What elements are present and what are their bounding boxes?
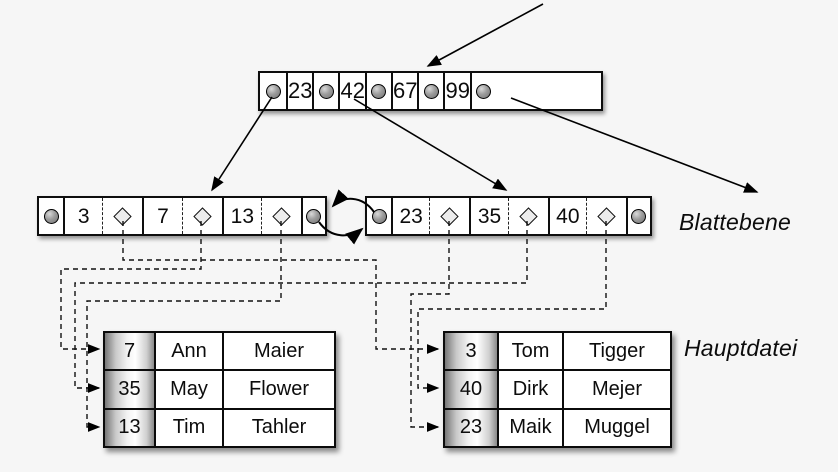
pointer-cell [417, 73, 443, 109]
leaf-node-left: 3 7 13 [37, 196, 327, 236]
leaf-key: 13 [221, 198, 261, 234]
record-firstname: Tim [154, 409, 222, 446]
pointer-cell [364, 73, 391, 109]
pointer-circle-icon [265, 83, 281, 99]
pointer-cell [367, 198, 391, 234]
leaf-key: 35 [469, 198, 507, 234]
record-pointer-cell [102, 198, 142, 234]
record-pointer-diamond-icon [518, 206, 538, 226]
record-key: 13 [105, 409, 154, 446]
record-firstname: May [154, 371, 222, 408]
pointer-cell [300, 198, 325, 234]
record-key: 35 [105, 371, 154, 408]
leaf-key: 3 [63, 198, 102, 234]
record-lastname: Maier [222, 333, 334, 370]
record-key: 40 [445, 371, 497, 408]
root-pointer-arrow-offpage-leaf [510, 97, 759, 193]
record-pointer-cell [260, 198, 301, 234]
record-firstname: Maik [497, 409, 562, 446]
record-pointer-route-key3 [122, 221, 440, 354]
leaf-key: 7 [142, 198, 181, 234]
table-row: 13 Tim Tahler [105, 407, 334, 446]
main-file-label: Hauptdatei [684, 335, 798, 361]
pointer-circle-icon [631, 208, 647, 224]
pointer-cell [260, 73, 286, 109]
table-row: 35 May Flower [105, 369, 334, 408]
root-key: 99 [443, 73, 470, 109]
main-file-table-left: 7 Ann Maier 35 May Flower 13 Tim Tahler [103, 331, 336, 448]
record-pointer-cell [181, 198, 222, 234]
pointer-cell [469, 73, 496, 109]
record-lastname: Tahler [222, 409, 334, 446]
table-row: 40 Dirk Mejer [445, 369, 670, 408]
table-row: 7 Ann Maier [105, 333, 334, 370]
record-pointer-route-key7 [60, 221, 202, 354]
record-pointer-diamond-icon [113, 206, 133, 226]
root-key: 42 [338, 73, 365, 109]
pointer-circle-icon [318, 83, 334, 99]
main-file-table-right: 3 Tom Tigger 40 Dirk Mejer 23 Maik Mugge… [443, 331, 672, 448]
leaf-key: 23 [391, 198, 429, 234]
table-row: 3 Tom Tigger [445, 333, 670, 370]
record-lastname: Tigger [562, 333, 670, 370]
record-pointer-diamond-icon [192, 206, 212, 226]
record-lastname: Muggel [562, 409, 670, 446]
record-pointer-cell [507, 198, 548, 234]
record-firstname: Tom [497, 333, 562, 370]
root-key: 67 [390, 73, 417, 109]
record-pointer-diamond-icon [440, 206, 460, 226]
pointer-circle-icon [371, 208, 387, 224]
pointer-circle-icon [423, 83, 439, 99]
record-lastname: Mejer [562, 371, 670, 408]
pointer-circle-icon [371, 83, 387, 99]
record-key: 3 [445, 333, 497, 370]
leaf-node-right: 23 35 40 [365, 196, 652, 236]
record-key: 23 [445, 409, 497, 446]
table-row: 23 Maik Muggel [445, 407, 670, 446]
record-firstname: Dirk [497, 371, 562, 408]
record-lastname: Flower [222, 371, 334, 408]
record-pointer-cell [585, 198, 626, 234]
record-key: 7 [105, 333, 154, 370]
pointer-cell [625, 198, 650, 234]
pointer-circle-icon [306, 208, 322, 224]
leaf-level-label: Blattebene [679, 209, 791, 235]
pointer-cell [312, 73, 338, 109]
root-key: 23 [286, 73, 312, 109]
record-pointer-cell [429, 198, 469, 234]
record-pointer-diamond-icon [272, 206, 291, 226]
leaf-key: 40 [547, 198, 586, 234]
pointer-circle-icon [476, 83, 492, 99]
root-incoming-arrow [426, 3, 544, 67]
root-pointer-arrow-right-leaf [353, 98, 508, 191]
pointer-circle-icon [43, 208, 59, 224]
pointer-cell [39, 198, 63, 234]
record-pointer-diamond-icon [597, 206, 616, 226]
record-firstname: Ann [154, 333, 222, 370]
root-node: 23 42 67 99 [258, 71, 603, 111]
